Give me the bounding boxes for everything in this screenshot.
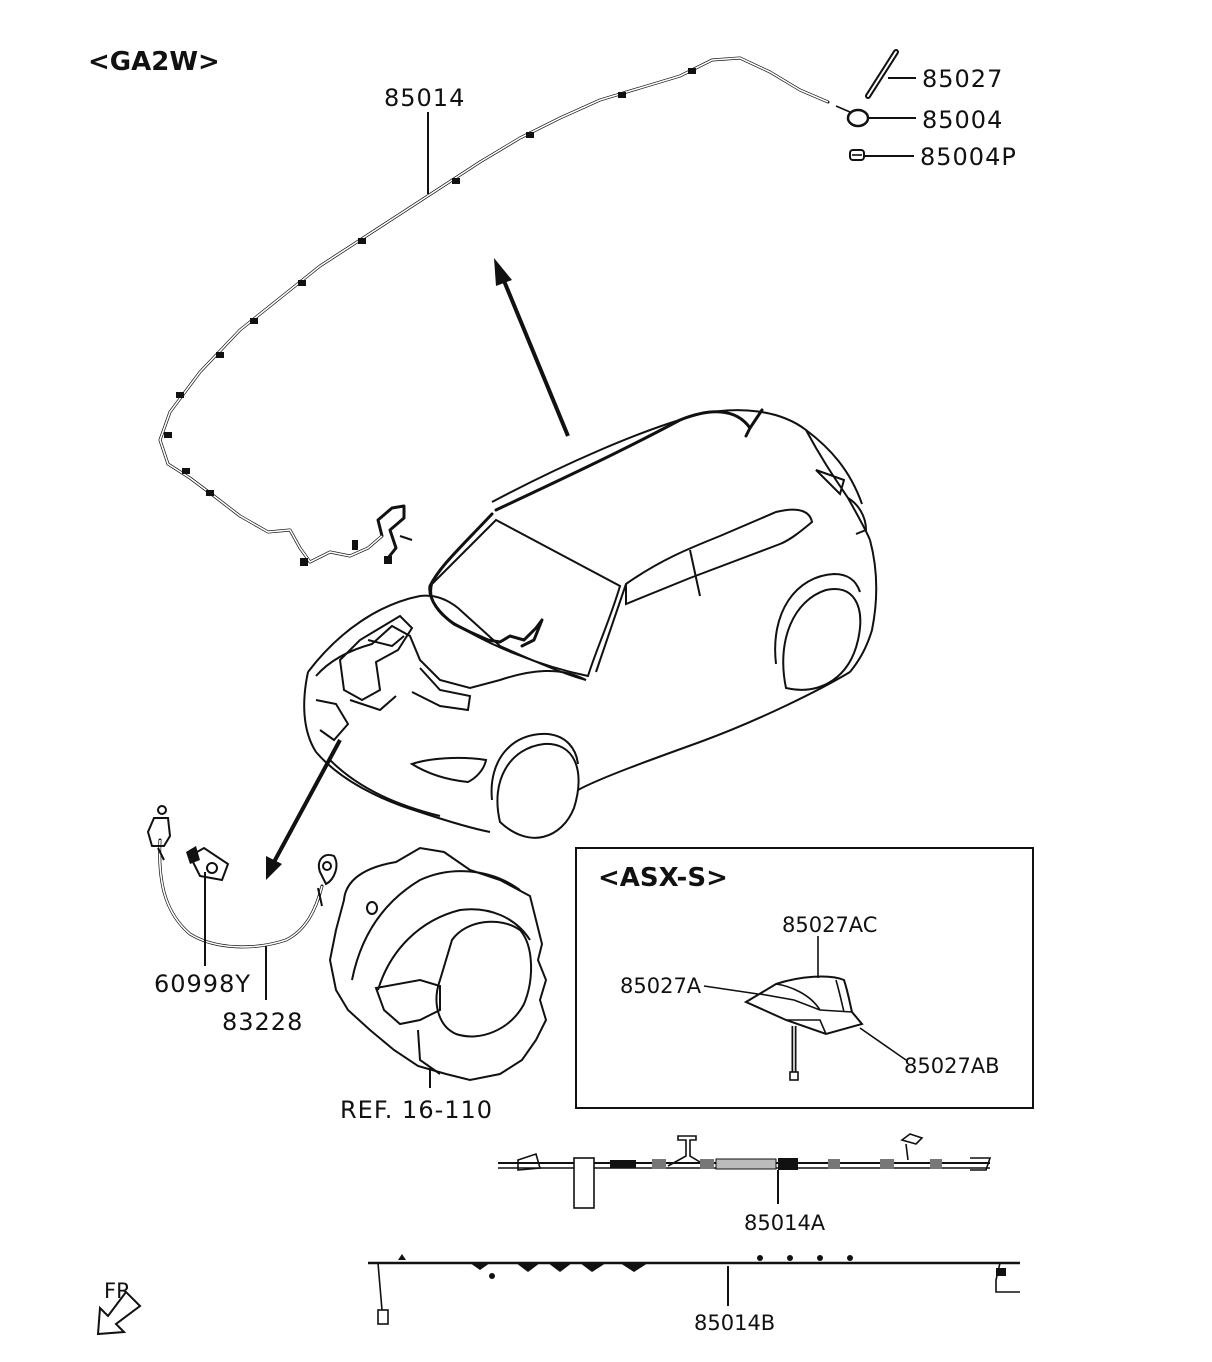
arrow-to-ground-cable	[266, 739, 342, 880]
label-85027ab: 85027AB	[904, 1054, 1000, 1078]
section-title-ga2w: <GA2W>	[88, 47, 220, 77]
transmission-reference-part	[328, 846, 548, 1082]
label-85027ac: 85027AC	[782, 913, 877, 937]
shark-fin-cable-85027ab[interactable]	[789, 1026, 799, 1081]
leader-85027a	[703, 985, 759, 995]
ground-cable-83228[interactable]	[146, 805, 338, 949]
inset-asx-s: <ASX-S> 85027AC 85027A 85027AB	[575, 847, 1034, 1109]
roof-antenna-harness-85014[interactable]	[158, 56, 830, 566]
leader-85027ab	[859, 1027, 907, 1061]
label-85014a: 85014A	[744, 1211, 826, 1235]
label-reference: REF. 16-110	[340, 1096, 493, 1124]
shark-fin-antenna-85027ac[interactable]	[743, 975, 864, 1036]
antenna-base-85004[interactable]	[835, 105, 870, 128]
arrow-to-roof-harness	[494, 258, 570, 437]
label-85027: 85027	[922, 65, 1003, 93]
label-60998y: 60998Y	[154, 970, 251, 998]
vehicle-outline	[303, 409, 878, 839]
harness-85014b[interactable]	[368, 1254, 1020, 1325]
ground-bolt-60998y[interactable]	[186, 846, 230, 882]
label-85027a: 85027A	[620, 974, 702, 998]
label-85014b: 85014B	[694, 1311, 775, 1335]
vehicle-routed-harness	[428, 408, 764, 648]
antenna-pad-85004p[interactable]	[849, 149, 865, 161]
label-83228: 83228	[222, 1008, 303, 1036]
antenna-rod-85027[interactable]	[865, 49, 899, 99]
label-85014: 85014	[384, 84, 465, 112]
label-85004: 85004	[922, 106, 1003, 134]
front-direction-arrow-icon	[96, 1290, 142, 1336]
label-85004p: 85004P	[920, 143, 1017, 171]
harness-85014a[interactable]	[498, 1133, 992, 1209]
inset-title: <ASX-S>	[598, 863, 728, 893]
